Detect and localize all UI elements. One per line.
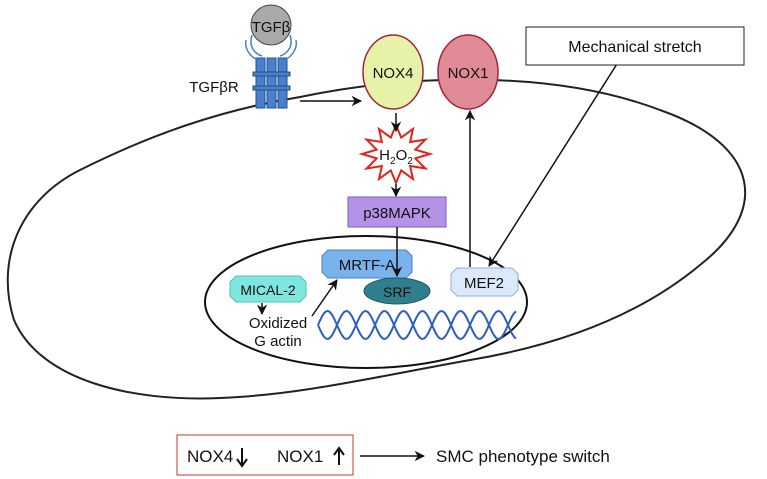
legend-nox1-label: NOX1 <box>277 447 323 466</box>
h2o2-label: H2O2 <box>379 147 413 167</box>
legend-box <box>176 434 354 476</box>
tgfb-ligand <box>250 4 292 46</box>
mical2-box <box>229 275 307 303</box>
mical2-label: MICAL-2 <box>240 282 295 298</box>
tgfbr-receptor <box>244 34 298 109</box>
p38mapk-label: p38MAPK <box>363 205 431 222</box>
arrow-stretch-to-mef2 <box>488 55 623 267</box>
mef2-label: MEF2 <box>464 275 504 292</box>
down-arrow-icon <box>236 448 248 468</box>
legend-nox4-label: NOX4 <box>187 447 233 466</box>
nox1-label: NOX1 <box>448 65 489 82</box>
p38mapk-box <box>347 196 447 228</box>
oxidized-actin-label-line2: G actin <box>254 333 302 350</box>
arrow-actin-to-mrtfa <box>311 279 338 317</box>
nox4-label: NOX4 <box>373 65 414 82</box>
smc-switch-label: SMC phenotype switch <box>436 447 610 466</box>
nucleus <box>204 235 528 369</box>
mechanical-stretch-box <box>525 26 745 66</box>
srf-label: SRF <box>383 284 411 300</box>
mechanical-stretch-label: Mechanical stretch <box>568 39 701 56</box>
nox1-node <box>437 34 499 110</box>
nox4-node <box>362 34 424 110</box>
up-arrow-icon <box>333 446 345 465</box>
tgfbr-label: TGFβR <box>189 79 239 96</box>
oxidized-actin-label-line1: Oxidized <box>249 315 307 332</box>
tgfb-label: TGFβ <box>252 19 291 36</box>
mef2-box <box>450 267 519 297</box>
dna-helix <box>317 309 517 341</box>
h2o2-burst <box>358 122 434 186</box>
mrtfa-label: MRTF-A <box>339 257 395 274</box>
arrows <box>256 55 623 462</box>
cell-membrane <box>6 78 747 400</box>
srf-node <box>363 277 431 305</box>
